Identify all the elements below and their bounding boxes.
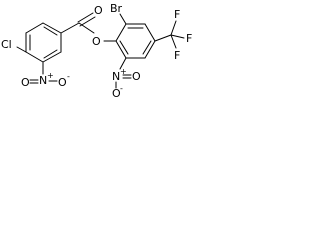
ring-double-bond bbox=[142, 40, 152, 55]
carbonyl-double-bond bbox=[79, 16, 96, 27]
carbonyl-ester-o-bond bbox=[78, 22, 95, 34]
left-benzene-ring bbox=[25, 22, 62, 63]
fluorine-right-label: F bbox=[186, 32, 192, 45]
chlorine-atom-label: Cl bbox=[1, 38, 12, 51]
nitro-right-oxygen-right-label: O bbox=[132, 70, 141, 83]
fluorine-bottom-label: F bbox=[174, 49, 180, 62]
nitro-left-nitrogen-label: N bbox=[39, 74, 47, 87]
bromine-atom-label: Br bbox=[110, 2, 123, 15]
right-benzene-ring bbox=[115, 23, 156, 59]
ester-group: O O bbox=[60, 4, 117, 48]
ring-double-bond bbox=[43, 49, 58, 59]
c-f-bond bbox=[170, 20, 177, 36]
ring-bond bbox=[115, 23, 127, 42]
ring-carbonyl-bond bbox=[60, 22, 80, 34]
ester-oxygen-label: O bbox=[92, 35, 101, 48]
fluorine-top-label: F bbox=[174, 8, 180, 21]
trifluoromethyl-group: F F F bbox=[154, 8, 192, 62]
ring-bond bbox=[42, 51, 62, 63]
nitro-left-plus-charge: + bbox=[47, 71, 54, 80]
c-n-bond bbox=[119, 57, 127, 70]
ring-bond bbox=[25, 51, 44, 63]
nitro-left-minus-charge: - bbox=[67, 72, 70, 81]
nitro-right-oxygen-bottom-label: O bbox=[112, 87, 121, 99]
c-cl-bond bbox=[16, 46, 27, 53]
ring-cf3-bond bbox=[154, 34, 172, 42]
carbonyl-double-bond bbox=[77, 12, 94, 23]
ring-double-bond bbox=[43, 26, 58, 36]
c-br-bond bbox=[119, 13, 127, 25]
ring-bond bbox=[42, 22, 62, 34]
carbonyl-oxygen-label: O bbox=[94, 4, 103, 17]
ring-bond bbox=[25, 22, 44, 34]
c-f-bond bbox=[170, 34, 177, 49]
ring-bond bbox=[144, 23, 156, 42]
nitro-left-oxygen-left-label: O bbox=[21, 76, 30, 89]
c-f-bond bbox=[170, 34, 185, 39]
ring-bond bbox=[144, 40, 156, 59]
nitro-left-oxygen-right-label: O bbox=[58, 76, 67, 89]
nitro-right-nitrogen-label: N bbox=[112, 70, 120, 83]
structure-canvas: Cl N + O O - O O Br F F bbox=[0, 0, 203, 99]
nitro-right-minus-charge: - bbox=[120, 84, 123, 93]
ring-bond bbox=[115, 40, 127, 59]
nitro-right-plus-charge: + bbox=[120, 67, 127, 76]
ring-double-bond bbox=[119, 40, 129, 55]
chemical-structure-diagram: Cl N + O O - O O Br F F bbox=[1, 2, 192, 99]
